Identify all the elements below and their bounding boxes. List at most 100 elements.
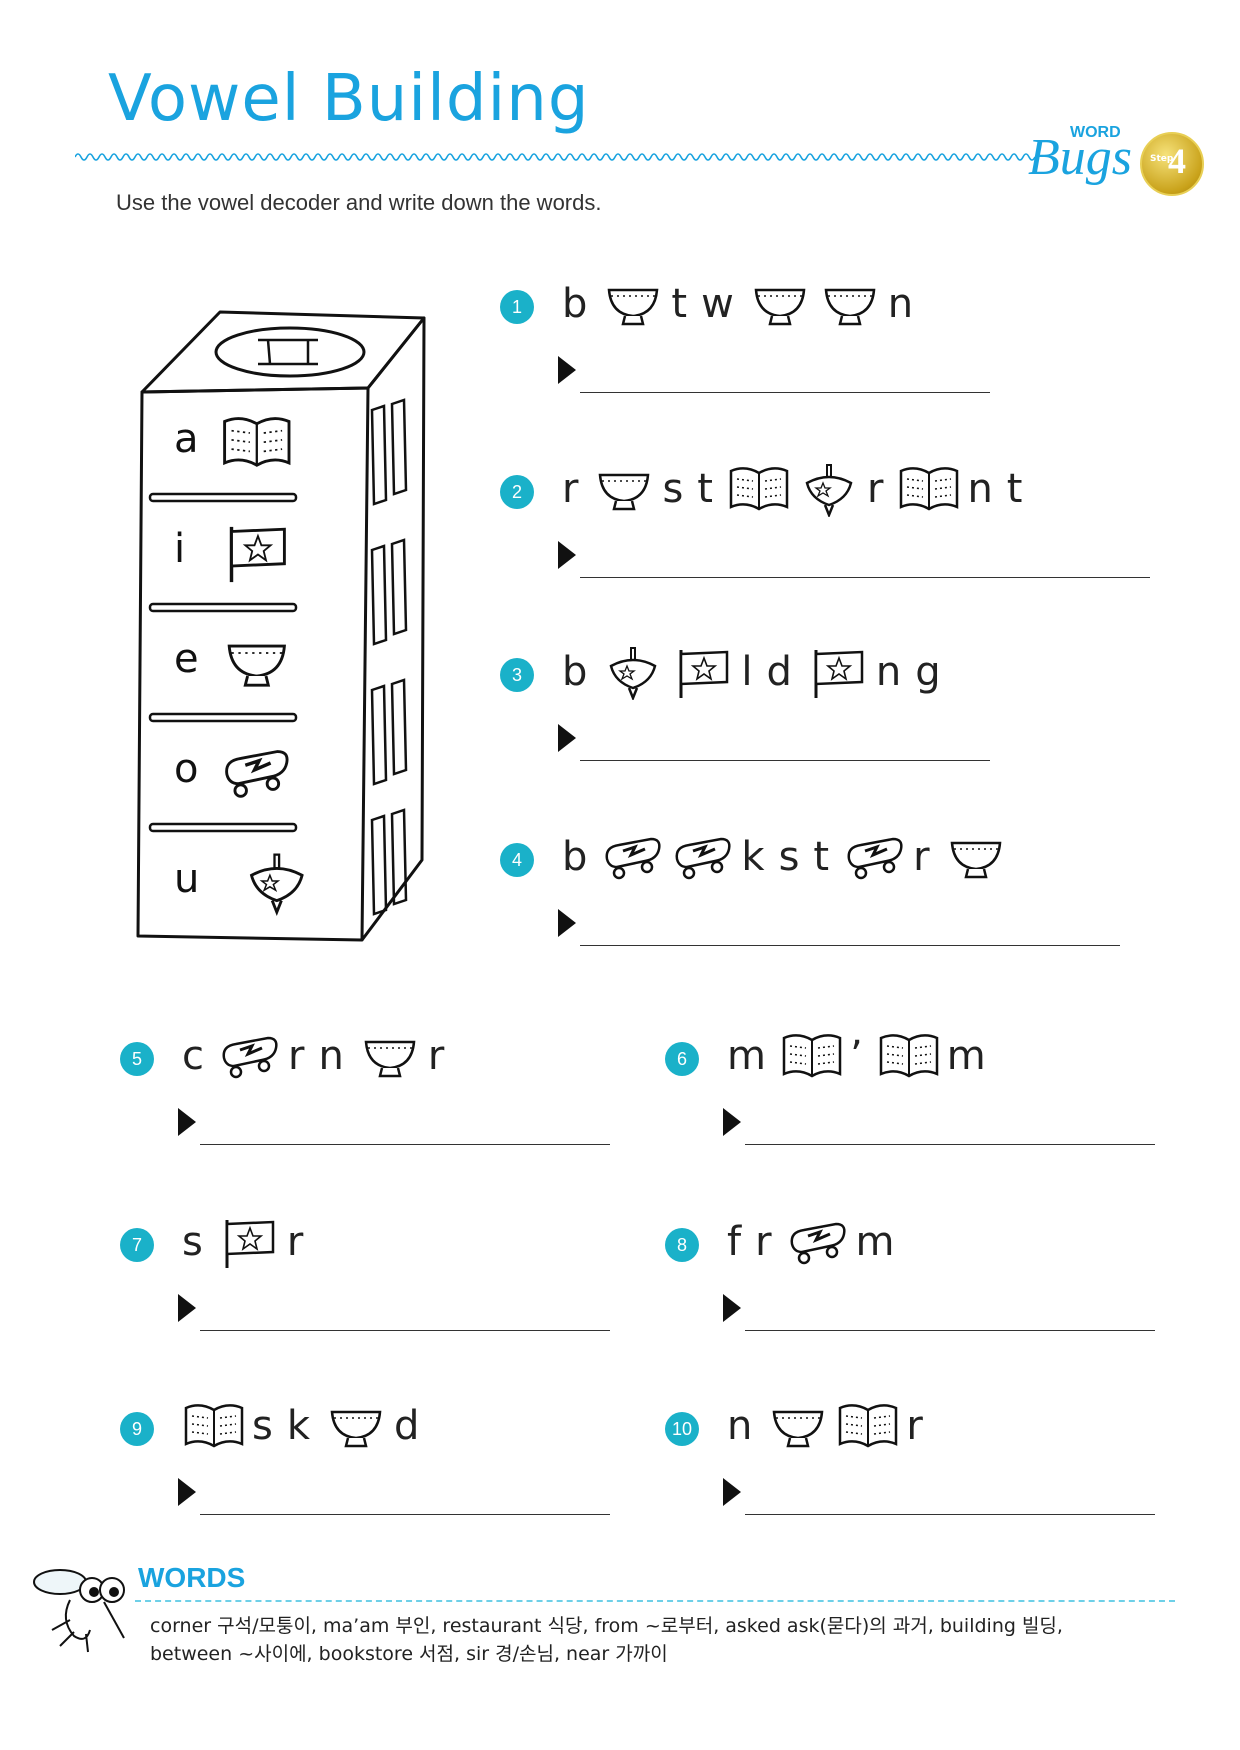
words-heading: WORDS [138, 1562, 246, 1593]
question-number-badge: 7 [120, 1228, 154, 1262]
question-number-badge: 10 [665, 1412, 699, 1446]
skateboard-icon [222, 1036, 278, 1079]
decoder-bowl-icon [227, 644, 286, 687]
spinning-top-icon [805, 464, 853, 517]
bowl-icon [599, 473, 650, 511]
answer-line[interactable] [580, 392, 990, 393]
flag-icon [225, 1220, 275, 1268]
coded-letter: n [727, 1403, 753, 1449]
coded-letter: r [755, 1219, 772, 1265]
question-number-badge: 9 [120, 1412, 154, 1446]
bowl-icon [754, 288, 806, 326]
decoder-vowel-a: a [174, 416, 199, 462]
decoder-shelf [148, 822, 298, 833]
answer-line[interactable] [745, 1514, 1155, 1515]
coded-letter: r [906, 1403, 923, 1449]
answer-arrow-icon [558, 909, 576, 937]
coded-letter: r [288, 1033, 305, 1079]
bowl-icon [608, 288, 659, 326]
coded-letter: n [887, 281, 914, 327]
coded-letter: g [915, 649, 941, 695]
vowel-decoder-building: a i e o u [136, 310, 426, 942]
coded-letter: ’ [849, 1033, 863, 1079]
answer-line[interactable] [745, 1144, 1155, 1145]
question-number-badge: 6 [665, 1042, 699, 1076]
answer-line[interactable] [580, 577, 1150, 578]
coded-letter: s [182, 1219, 203, 1265]
answer-line[interactable] [745, 1330, 1155, 1331]
coded-letter: s [778, 834, 800, 880]
page-title: Vowel Building [108, 62, 590, 136]
skateboard-icon [675, 837, 731, 880]
decoder-shelf [148, 492, 298, 503]
coded-letter: n [875, 649, 902, 695]
spinning-top-icon [609, 647, 657, 700]
coded-letter: s [662, 466, 684, 512]
decoder-vowel-o: o [174, 746, 198, 792]
answer-arrow-icon [723, 1294, 741, 1322]
skateboard-icon [605, 837, 661, 880]
coded-letter: b [562, 649, 588, 695]
decoder-flag-icon [229, 526, 286, 583]
skateboard-icon [847, 837, 903, 880]
coded-letter: k [741, 834, 765, 880]
coded-letter: r [286, 1219, 304, 1265]
skateboard-icon [790, 1222, 846, 1265]
bowl-icon [330, 1410, 382, 1448]
bowl-icon [364, 1040, 416, 1078]
answer-line[interactable] [200, 1330, 610, 1331]
bowl-icon [824, 288, 876, 326]
flag-icon [814, 650, 864, 698]
bowl-icon [773, 1410, 824, 1448]
instruction-text: Use the vowel decoder and write down the… [116, 190, 602, 215]
logo-brand: Bugs [1028, 129, 1132, 186]
bowl-icon [950, 841, 1001, 879]
answer-line[interactable] [200, 1144, 610, 1145]
decoder-shelf [148, 712, 298, 723]
answer-line[interactable] [580, 760, 990, 761]
answer-arrow-icon [723, 1478, 741, 1506]
step-number: 4 [1168, 141, 1186, 181]
step-badge: Step 4 [1140, 132, 1204, 196]
coded-letter: t [697, 466, 713, 512]
question-number-badge: 5 [120, 1042, 154, 1076]
book-icon [839, 1404, 898, 1448]
coded-letter: t [671, 281, 688, 327]
decoder-spinning-top-icon [249, 853, 304, 916]
answer-arrow-icon [558, 724, 576, 752]
answer-arrow-icon [723, 1108, 741, 1136]
answer-arrow-icon [178, 1294, 196, 1322]
coded-letter: d [394, 1403, 420, 1449]
decoder-vowel-e: e [174, 636, 199, 682]
coded-letter: r [562, 466, 579, 512]
coded-letter: t [1006, 466, 1023, 512]
answer-arrow-icon [178, 1478, 196, 1506]
coded-letter: w [701, 281, 734, 327]
decoder-vowel-i: i [174, 526, 185, 572]
bug-mascot-icon [33, 1569, 125, 1653]
question-number-badge: 3 [500, 658, 534, 692]
word-bugs-logo: Bugs WORD Step 4 [1028, 118, 1208, 198]
coded-word: m’m [727, 1026, 1000, 1086]
book-icon [900, 467, 959, 511]
book-icon [184, 1404, 244, 1448]
question-number-badge: 1 [500, 290, 534, 324]
coded-letter: c [182, 1033, 204, 1079]
coded-letter: d [766, 649, 792, 695]
coded-letter: s [252, 1403, 273, 1449]
coded-letter: n [967, 466, 993, 512]
answer-arrow-icon [558, 541, 576, 569]
answer-line[interactable] [580, 945, 1120, 946]
coded-letter: f [727, 1219, 742, 1265]
decoder-vowel-u: u [174, 856, 199, 902]
book-icon [729, 467, 789, 511]
answer-line[interactable] [200, 1514, 610, 1515]
coded-letter: t [813, 834, 830, 880]
